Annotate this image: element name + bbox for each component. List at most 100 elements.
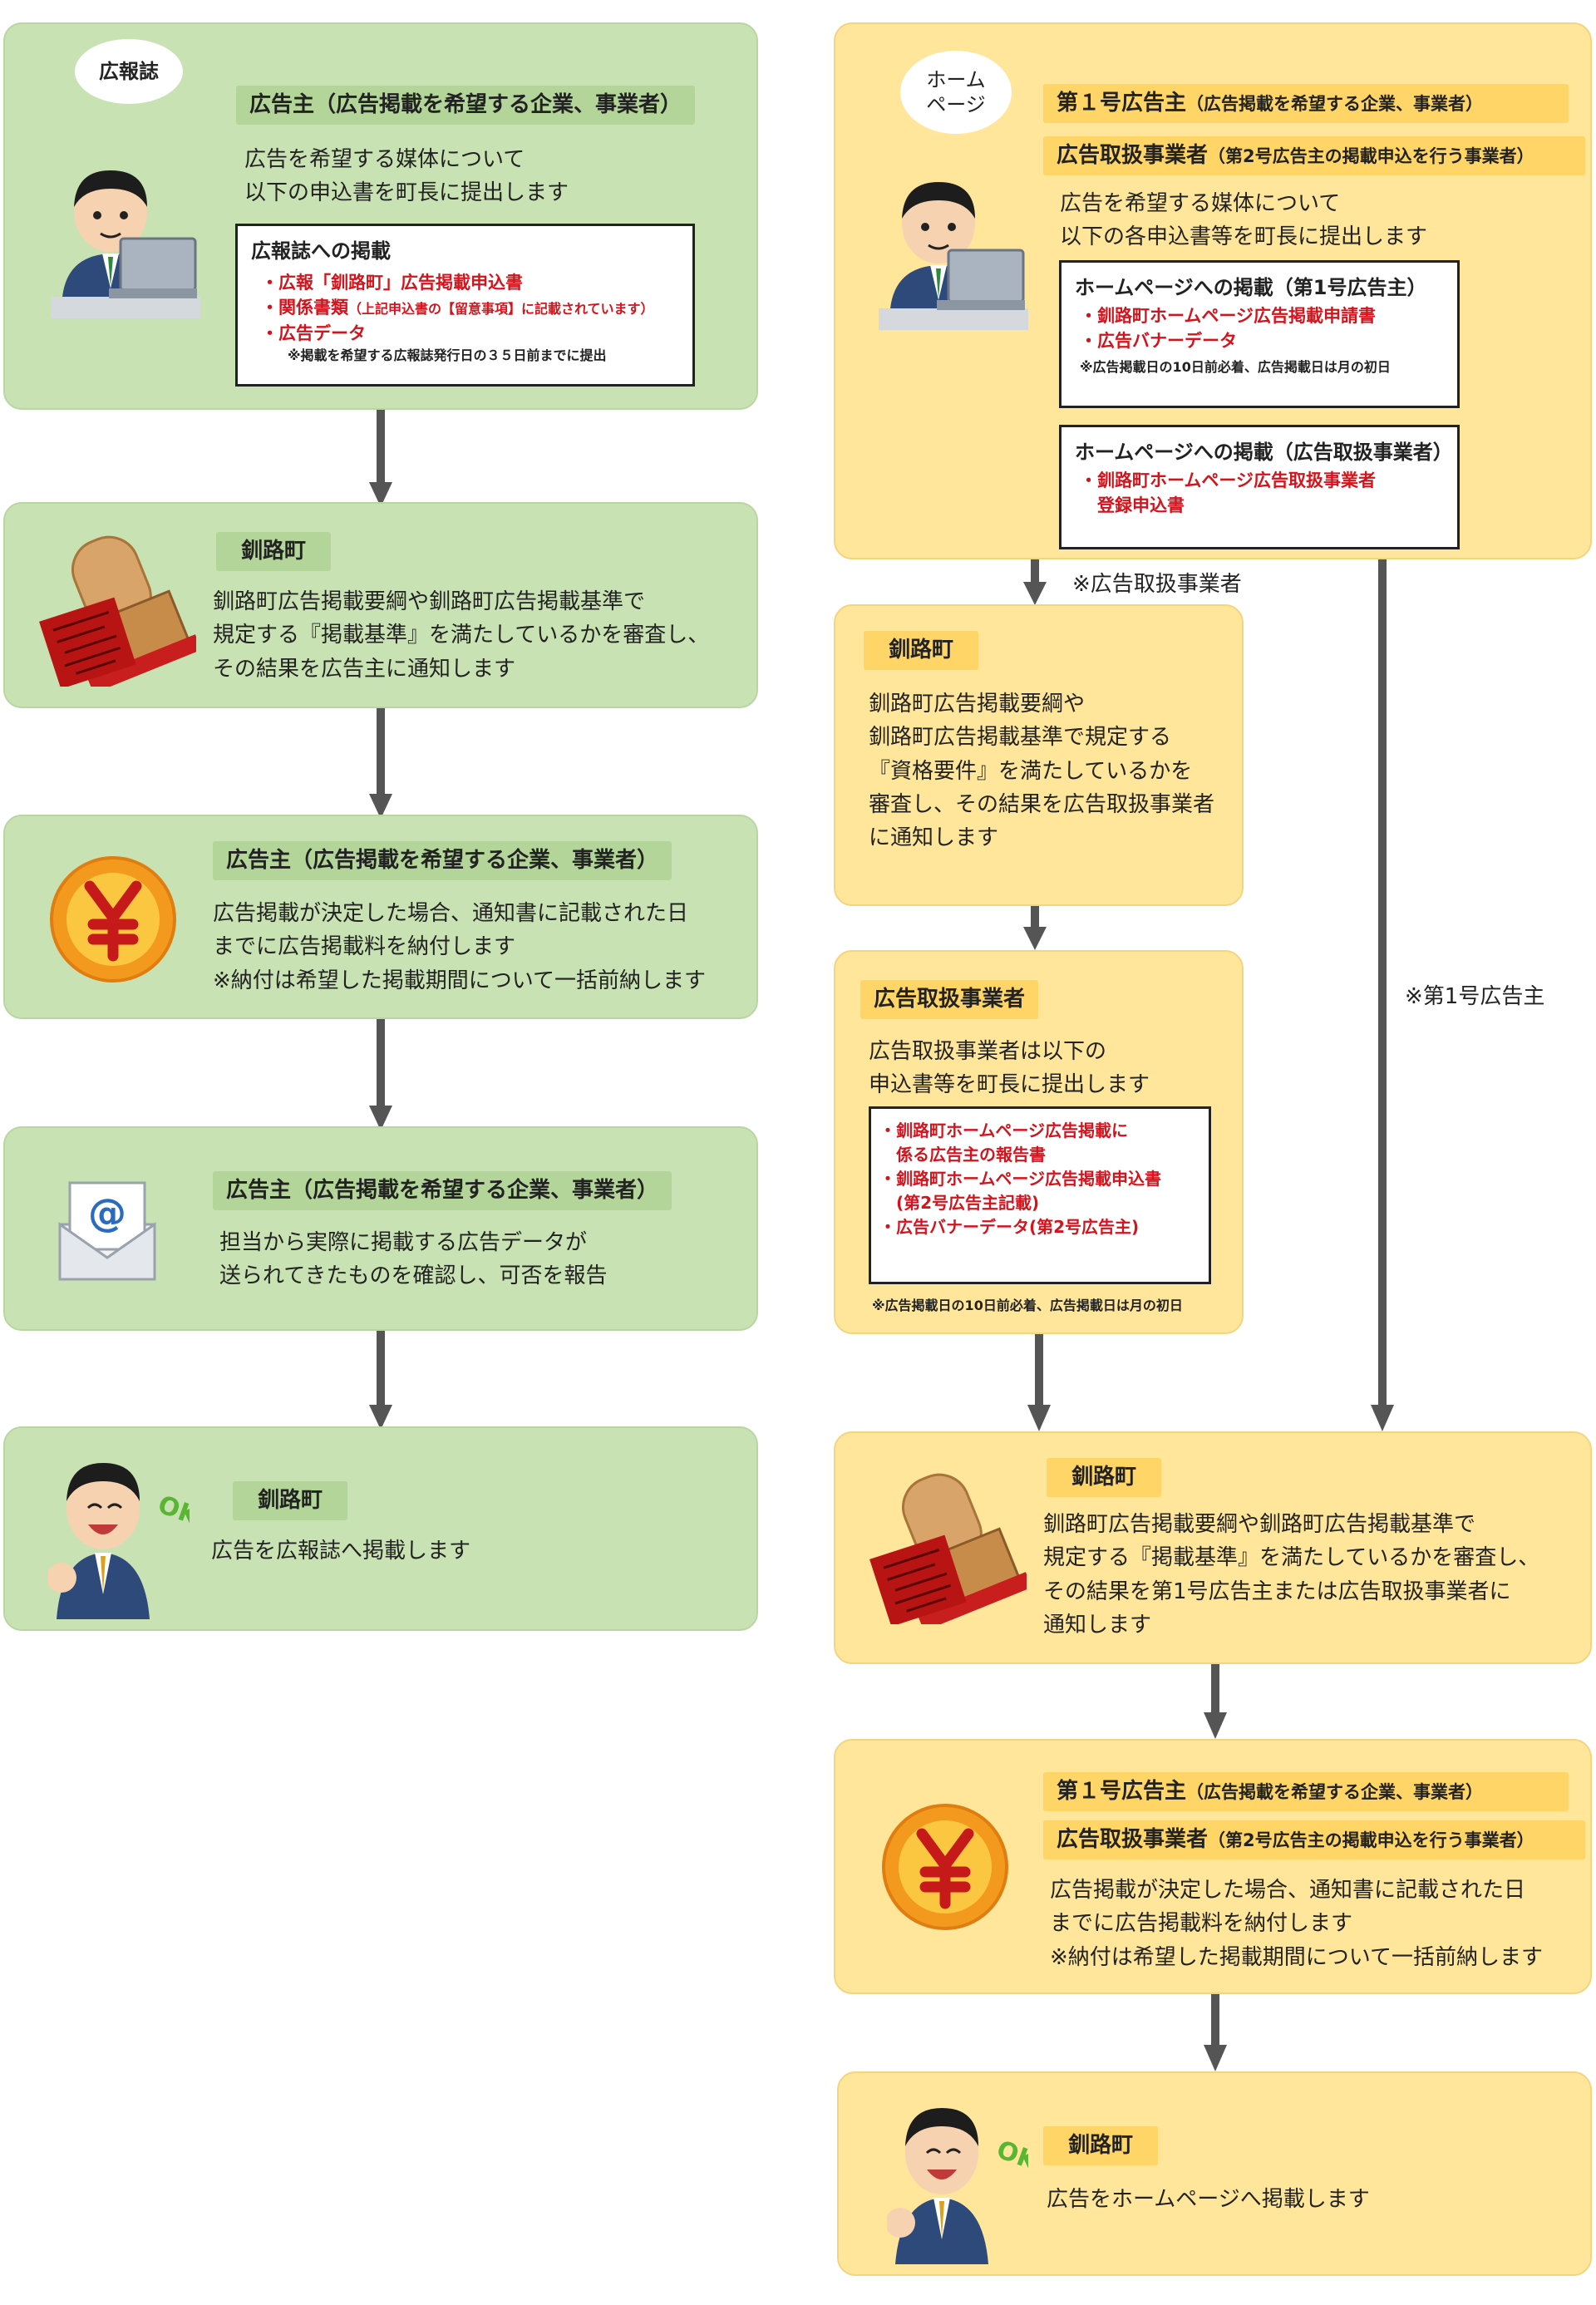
ok-text: OK! [993,2135,1028,2180]
text-line: 広告を希望する媒体について [244,147,525,172]
doc-item: ・広告バナーデータ [1080,331,1237,352]
text-line: 審査し、その結果を広告取扱事業者 [869,791,1215,817]
tag-subtitle: （広告掲載を希望する企業、事業者） [1186,94,1484,114]
text-line: までに広告掲載料を納付します [1050,1911,1353,1937]
tag-subtitle: （第2号広告主の掲載申込を行う事業者） [1208,1830,1534,1850]
doc-item: ・関係書類（上記申込書の【留意事項】に記載されています） [261,295,679,320]
doc-item: ・釧路町ホームページ広告掲載に [879,1120,1128,1140]
step-description: 釧路町広告掲載要綱や釧路町広告掲載基準で 規定する『掲載基準』を満たしているかを… [213,585,709,686]
right-step6-box: 釧路町 広告をホームページへ掲載します OK! [837,2071,1592,2276]
doc-item: (第2号広告主記載) [879,1193,1040,1213]
step-description: 広告掲載が決定した場合、通知書に記載された日 までに広告掲載料を納付します ※納… [1050,1874,1543,1974]
left-step5-box: 釧路町 広告を広報誌へ掲載します OK! [3,1426,758,1631]
yen-coin-icon [50,856,176,983]
svg-text:@: @ [88,1190,126,1235]
step-description: 広告取扱事業者は以下の 申込書等を町長に提出します [869,1035,1150,1102]
right-step1-box: ホーム ページ 第１号広告主（広告掲載を希望する企業、事業者） 広告取扱事業者（… [834,22,1592,559]
doc-item-note: （上記申込書の【留意事項】に記載されています） [348,301,654,318]
right-step2-box: 釧路町 釧路町広告掲載要綱や 釧路町広告掲載基準で規定する 『資格要件』を満たし… [834,604,1244,906]
text-line: ※納付は希望した掲載期間について一括前納します [1050,1944,1544,1970]
town-tag: 釧路町 [233,1481,348,1521]
seal-stamp-icon [39,535,196,687]
advertiser-tag: 広告主（広告掲載を希望する企業、事業者） [213,1171,672,1211]
text-line: 広告を希望する媒体について [1060,191,1341,216]
doc-title: ホームページへの掲載（広告取扱事業者） [1075,441,1453,464]
ok-text: OK! [154,1490,190,1535]
text-line: 広告を広報誌へ掲載します [211,1539,471,1564]
step-description: 広告を希望する媒体について 以下の各申込書等を町長に提出します [1060,187,1427,254]
agency-tag: 広告取扱事業者 [860,980,1039,1020]
left-step1-box: 広報誌 広告主（広告掲載を希望する企業、事業者） 広告を希望する媒体について 以… [3,22,758,410]
first-advertiser-tag: 第１号広告主（広告掲載を希望する企業、事業者） [1043,1772,1569,1812]
seal-stamp-icon [869,1473,1027,1624]
text-line: 広告掲載が決定した場合、通知書に記載された日 [1050,1878,1526,1903]
doc-title: ホームページへの掲載（第1号広告主） [1075,276,1427,299]
right-step3-box: 広告取扱事業者 広告取扱事業者は以下の 申込書等を町長に提出します ・釧路町ホー… [834,950,1244,1334]
person-at-computer-icon [879,182,1028,330]
doc-item: ・釧路町ホームページ広告取扱事業者 [1080,470,1376,490]
agency-tag: 広告取扱事業者（第2号広告主の掲載申込を行う事業者） [1043,1820,1585,1860]
left-step3-box: 広告主（広告掲載を希望する企業、事業者） 広告掲載が決定した場合、通知書に記載さ… [3,815,758,1019]
media-bubble: 広報誌 [75,39,183,104]
left-step4-box: 広告主（広告掲載を希望する企業、事業者） 担当から実際に掲載する広告データが 送… [3,1126,758,1331]
text-line: 通知します [1043,1612,1152,1638]
text-line: その結果を第1号広告主または広告取扱事業者に [1043,1579,1511,1604]
media-bubble: ホーム ページ [900,51,1012,134]
text-line: 広告取扱事業者は以下の [869,1039,1107,1064]
town-tag: 釧路町 [1047,1458,1162,1498]
step-description: 広告掲載が決定した場合、通知書に記載された日 までに広告掲載料を納付します ※納… [213,897,706,997]
text-line: 『資格要件』を満たしているかを [869,758,1193,784]
bubble-label: 広報誌 [99,60,159,83]
text-line: ※納付は希望した掲載期間について一括前納します [213,968,707,993]
text-line: 釧路町広告掲載要綱や [869,692,1086,717]
text-line: 以下の申込書を町長に提出します [244,180,569,206]
step-description: 担当から実際に掲載する広告データが 送られてきたものを確認し、可否を報告 [219,1226,607,1293]
text-line: までに広告掲載料を納付します [213,934,516,960]
step-description: 広告を広報誌へ掲載します [211,1534,470,1568]
text-line: 規定する『掲載基準』を満たしているかを審査し、 [1043,1545,1540,1571]
text-line: 以下の各申込書等を町長に提出します [1060,224,1428,250]
step-description: 釧路町広告掲載要綱や釧路町広告掲載基準で 規定する『掲載基準』を満たしているかを… [1043,1508,1539,1642]
right-step4-box: 釧路町 釧路町広告掲載要綱や釧路町広告掲載基準で 規定する『掲載基準』を満たして… [834,1431,1592,1664]
document-list-agency: ホームページへの掲載（広告取扱事業者） ・釧路町ホームページ広告取扱事業者 登録… [1059,425,1460,549]
person-at-computer-icon [51,170,200,318]
text-line: 送られてきたものを確認し、可否を報告 [219,1263,608,1289]
text-line: 釧路町広告掲載要綱や釧路町広告掲載基準で [213,589,646,614]
text-line: 釧路町広告掲載基準で規定する [869,725,1172,751]
text-line: に通知します [869,825,999,851]
document-list-first: ホームページへの掲載（第1号広告主） ・釧路町ホームページ広告掲載申請書 ・広告… [1059,260,1460,408]
left-step2-box: 釧路町 釧路町広告掲載要綱や釧路町広告掲載基準で 規定する『掲載基準』を満たして… [3,502,758,708]
first-advertiser-route-note: ※第1号広告主 [1405,984,1545,1009]
doc-item: ・広告データ [261,323,366,343]
doc-item: ・釧路町ホームページ広告掲載申請書 [1080,306,1376,326]
town-tag: 釧路町 [216,532,332,572]
doc-item: 登録申込書 [1080,495,1185,516]
person-ok-icon: OK! [887,2108,1028,2264]
doc-note: ※広告掲載日の10日前必着、広告掲載日は月の初日 [872,1298,1183,1313]
doc-note: ※広告掲載日の10日前必着、広告掲載日は月の初日 [1080,358,1391,375]
tag-label: 第１号広告主 [1057,91,1187,116]
agency-tag: 広告取扱事業者（第2号広告主の掲載申込を行う事業者） [1043,136,1585,176]
bubble-line: ホーム [926,68,986,91]
text-line: 担当から実際に掲載する広告データが [219,1230,588,1255]
doc-item: 係る広告主の報告書 [879,1145,1046,1165]
text-line: 規定する『掲載基準』を満たしているかを審査し、 [213,623,710,648]
tag-label: 第１号広告主 [1057,1779,1187,1804]
bubble-line: ページ [926,93,986,116]
step-description: 広告をホームページへ掲載します [1047,2183,1370,2216]
person-ok-icon: OK! [48,1463,190,1619]
doc-note: ※掲載を希望する広報誌発行日の３５日前までに提出 [288,347,607,364]
doc-item: ・広報「釧路町」広告掲載申込書 [261,273,523,293]
document-list: 広報誌への掲載 ・広報「釧路町」広告掲載申込書 ・関係書類（上記申込書の【留意事… [235,224,695,387]
town-tag: 釧路町 [1043,2126,1159,2166]
tag-subtitle: （広告掲載を希望する企業、事業者） [1186,1782,1484,1802]
text-line: 申込書等を町長に提出します [869,1072,1150,1098]
document-list: ・釧路町ホームページ広告掲載に 係る広告主の報告書 ・釧路町ホームページ広告掲載… [869,1106,1211,1284]
tag-subtitle: （第2号広告主の掲載申込を行う事業者） [1208,146,1534,166]
doc-item-label: ・関係書類 [261,298,348,318]
first-advertiser-tag: 第１号広告主（広告掲載を希望する企業、事業者） [1043,84,1569,124]
text-line: 広告をホームページへ掲載します [1047,2187,1370,2212]
email-envelope-icon: @ [58,1181,156,1281]
tag-label: 広告取扱事業者 [1057,1827,1209,1852]
